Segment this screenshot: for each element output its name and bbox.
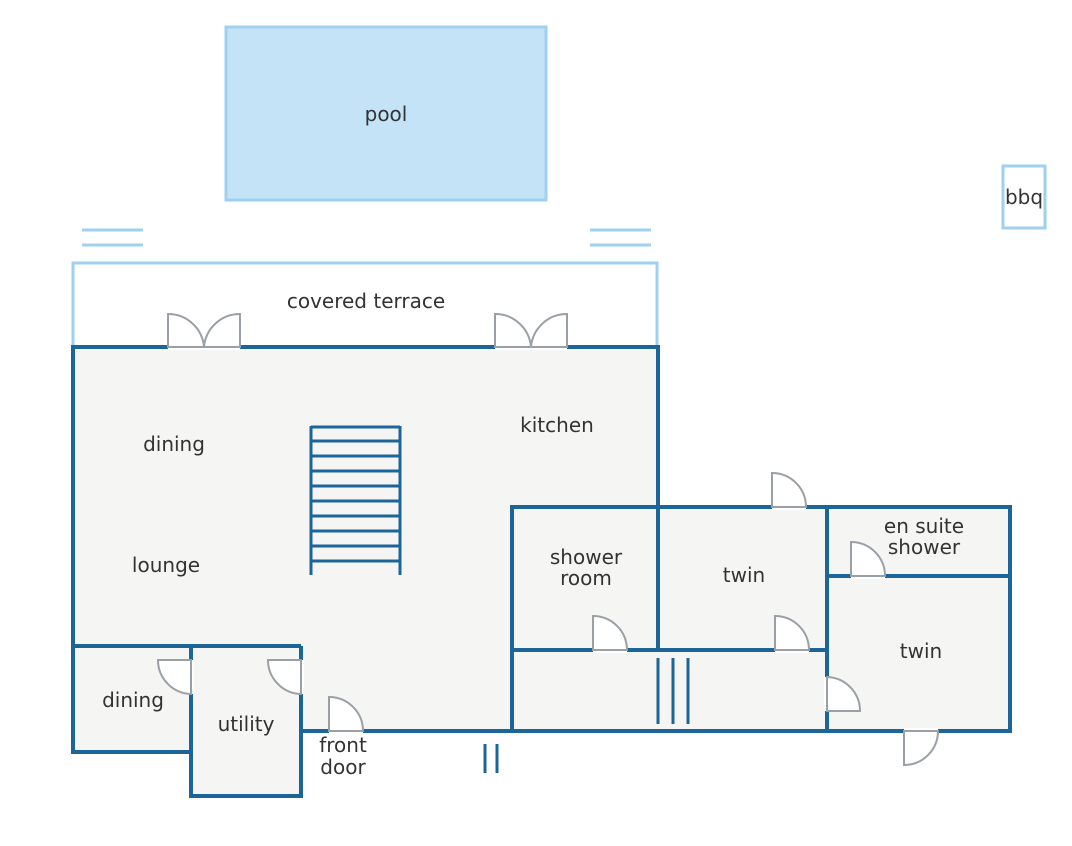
label-en-suite-1: en suite <box>884 514 964 538</box>
label-twin-middle: twin <box>723 563 765 587</box>
label-dining-main: dining <box>143 432 205 456</box>
corridor-steps <box>656 658 690 724</box>
label-en-suite-2: shower <box>888 535 961 559</box>
terrace-steps-left <box>82 228 143 247</box>
bbq-area <box>1001 164 1047 230</box>
utility-door <box>266 659 304 696</box>
terrace-door-left <box>167 312 241 350</box>
label-front-door-1: front <box>319 733 367 757</box>
covered-terrace-outline <box>71 261 659 347</box>
twin-middle-bottom-door <box>774 614 811 653</box>
label-pool: pool <box>365 102 408 126</box>
dining-small-door <box>156 659 194 696</box>
front-steps <box>483 744 499 773</box>
label-bbq: bbq <box>1005 185 1043 209</box>
terrace-steps-right <box>590 228 651 247</box>
label-shower-room-2: room <box>560 566 612 590</box>
twin-right-outer-door <box>903 728 940 767</box>
en-suite-door <box>850 540 887 579</box>
label-front-door-2: door <box>320 755 366 779</box>
label-dining-small: dining <box>102 688 164 712</box>
label-utility: utility <box>218 712 275 736</box>
pool-area <box>224 25 548 202</box>
terrace-door-right <box>494 312 568 350</box>
label-lounge: lounge <box>132 553 200 577</box>
twin-right-side-door <box>824 675 862 712</box>
label-twin-right: twin <box>900 639 942 663</box>
twin-middle-top-door <box>771 471 808 510</box>
label-covered-terrace: covered terrace <box>287 289 445 313</box>
shower-room-door <box>592 614 629 653</box>
room-fills <box>73 347 1010 795</box>
label-kitchen: kitchen <box>520 413 594 437</box>
label-shower-room-1: shower <box>550 545 623 569</box>
staircase <box>309 425 402 575</box>
front-door <box>328 695 365 734</box>
